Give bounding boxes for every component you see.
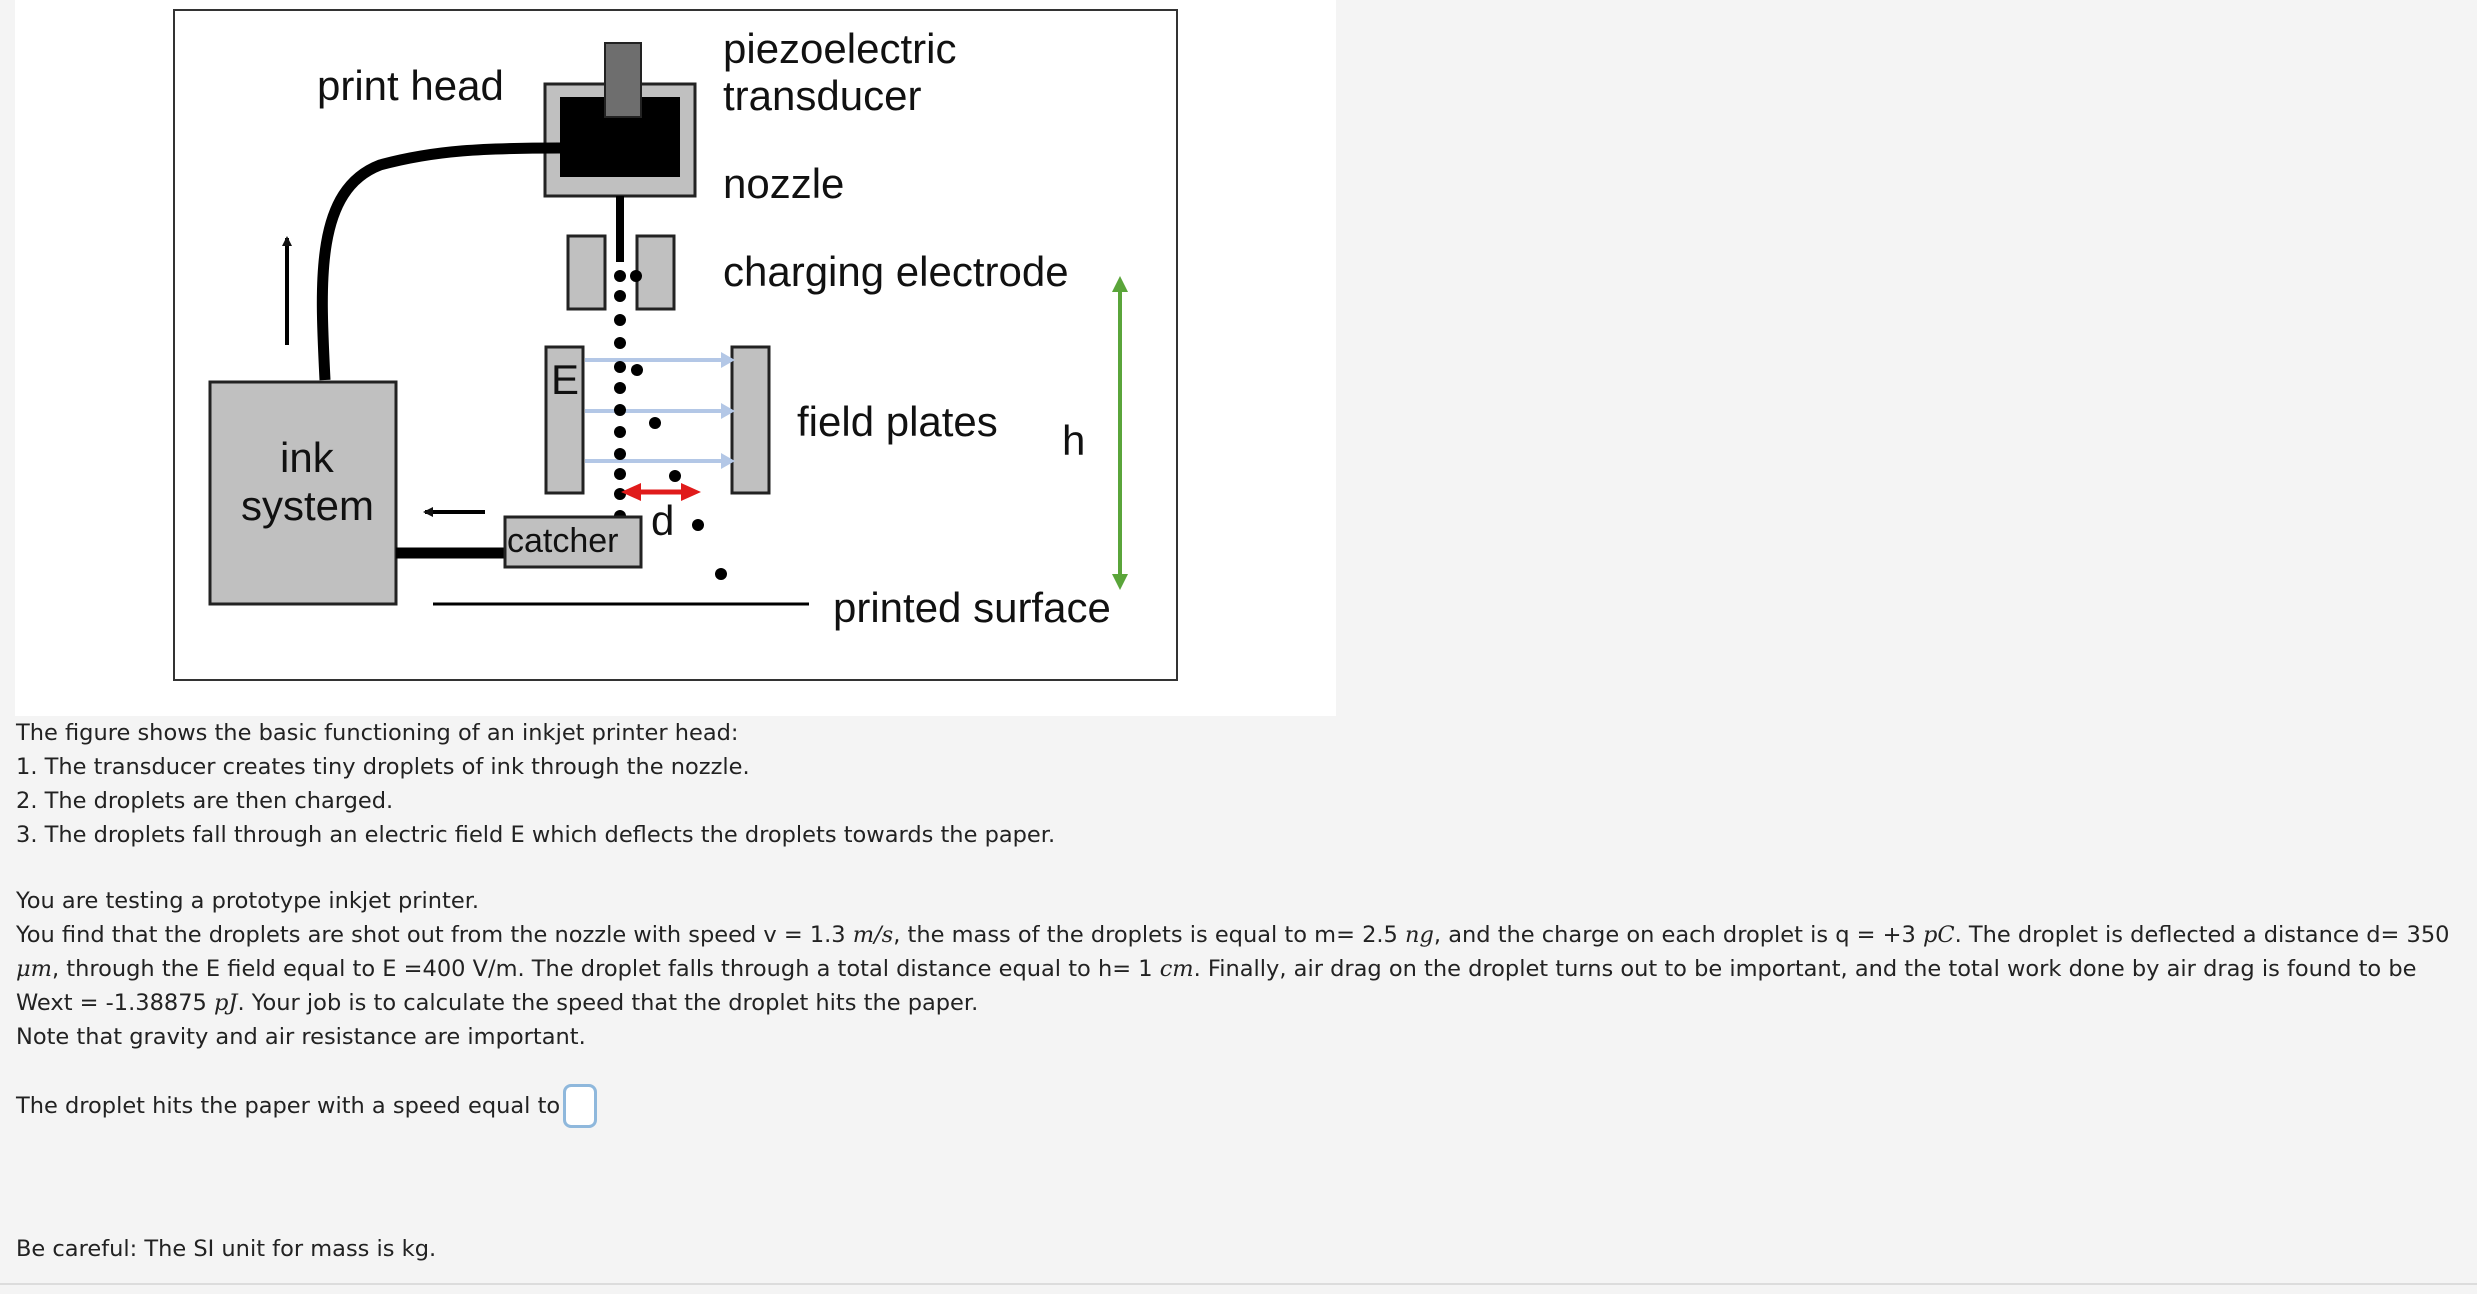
- field-arrow-head-3: [721, 453, 735, 469]
- field-arrow-head-1: [721, 352, 735, 368]
- scenario-note: Note that gravity and air resistance are…: [16, 1024, 586, 1050]
- charge-unit: pC: [1922, 922, 1955, 948]
- print-head-label: print head: [317, 62, 504, 109]
- distance-unit: μm: [16, 956, 52, 982]
- ink-system-box: [208, 380, 398, 606]
- droplet-17: [692, 519, 704, 531]
- nozzle-label: nozzle: [723, 160, 844, 207]
- ink-feed-line: [316, 142, 561, 381]
- transducer-label-line2: transducer: [723, 72, 921, 119]
- left-field-plate: [544, 345, 585, 495]
- droplet-16: [669, 470, 681, 482]
- height-symbol-label: h: [1062, 417, 1085, 464]
- deflection-arrow-head-left: [621, 483, 641, 501]
- right-field-plate: [730, 345, 771, 495]
- caution-note: Be careful: The SI unit for mass is kg.: [16, 1236, 437, 1262]
- charging-electrode-label: charging electrode: [723, 248, 1069, 295]
- mass-unit: ng: [1405, 922, 1434, 948]
- scenario-text: You are testing a prototype inkjet print…: [16, 884, 2461, 1054]
- speed-answer-input[interactable]: [563, 1084, 598, 1128]
- intro-step-3: 3. The droplets fall through an electric…: [16, 822, 1056, 848]
- droplet-2: [630, 270, 642, 282]
- droplet-18: [715, 568, 727, 580]
- ink-droplets: [614, 270, 727, 580]
- intro-text: The figure shows the basic functioning o…: [16, 716, 2461, 852]
- droplet-15: [649, 417, 661, 429]
- deflection-arrow-head-right: [681, 483, 701, 501]
- field-arrow-head-2: [721, 403, 735, 419]
- bottom-divider: [0, 1283, 2477, 1285]
- printed-surface-label: printed surface: [833, 584, 1111, 631]
- answer-prompt: The droplet hits the paper with a speed …: [16, 1093, 561, 1119]
- field-plates-label: field plates: [797, 398, 998, 445]
- transducer-label-line1: piezoelectric: [723, 25, 956, 72]
- intro-step-2: 2. The droplets are then charged.: [16, 788, 394, 814]
- droplet-5: [614, 337, 626, 349]
- piezoelectric-transducer: [604, 42, 642, 118]
- ink-system-label-line2: system: [241, 482, 374, 529]
- height-arrow-head-top: [1112, 276, 1128, 292]
- droplet-14: [631, 364, 643, 376]
- inkjet-printer-diagram: print head piezoelectric transducer nozz…: [173, 9, 1178, 681]
- scenario-opening: You are testing a prototype inkjet print…: [16, 888, 480, 914]
- answer-row: The droplet hits the paper with a speed …: [16, 1080, 598, 1132]
- height-unit: cm: [1159, 956, 1194, 982]
- charging-electrode: [566, 234, 676, 311]
- catcher-box: [503, 515, 643, 569]
- intro-step-1: 1. The transducer creates tiny droplets …: [16, 754, 750, 780]
- droplet-9: [614, 426, 626, 438]
- inkjet-diagram-panel: print head piezoelectric transducer nozz…: [15, 0, 1336, 716]
- catcher-label: catcher: [507, 522, 619, 560]
- electric-field-arrows: [585, 352, 735, 469]
- droplet-12: [614, 488, 626, 500]
- field-symbol-label: E: [551, 356, 579, 403]
- droplet-1: [614, 270, 626, 282]
- scenario-paragraph: You find that the droplets are shot out …: [16, 922, 2450, 1016]
- droplet-6: [614, 361, 626, 373]
- deflection-arrow: [621, 483, 701, 501]
- speed-unit: m/s: [852, 922, 894, 948]
- ink-system-label-line1: ink: [280, 434, 335, 481]
- droplet-3: [614, 290, 626, 302]
- height-arrow: [1112, 276, 1128, 590]
- work-unit: pJ: [214, 990, 238, 1016]
- droplet-10: [614, 448, 626, 460]
- droplet-7: [614, 382, 626, 394]
- deflection-symbol-label: d: [651, 497, 674, 544]
- height-arrow-head-bottom: [1112, 574, 1128, 590]
- droplet-4: [614, 314, 626, 326]
- droplet-8: [614, 404, 626, 416]
- droplet-11: [614, 468, 626, 480]
- intro-heading: The figure shows the basic functioning o…: [16, 720, 739, 746]
- print-head: [543, 42, 697, 262]
